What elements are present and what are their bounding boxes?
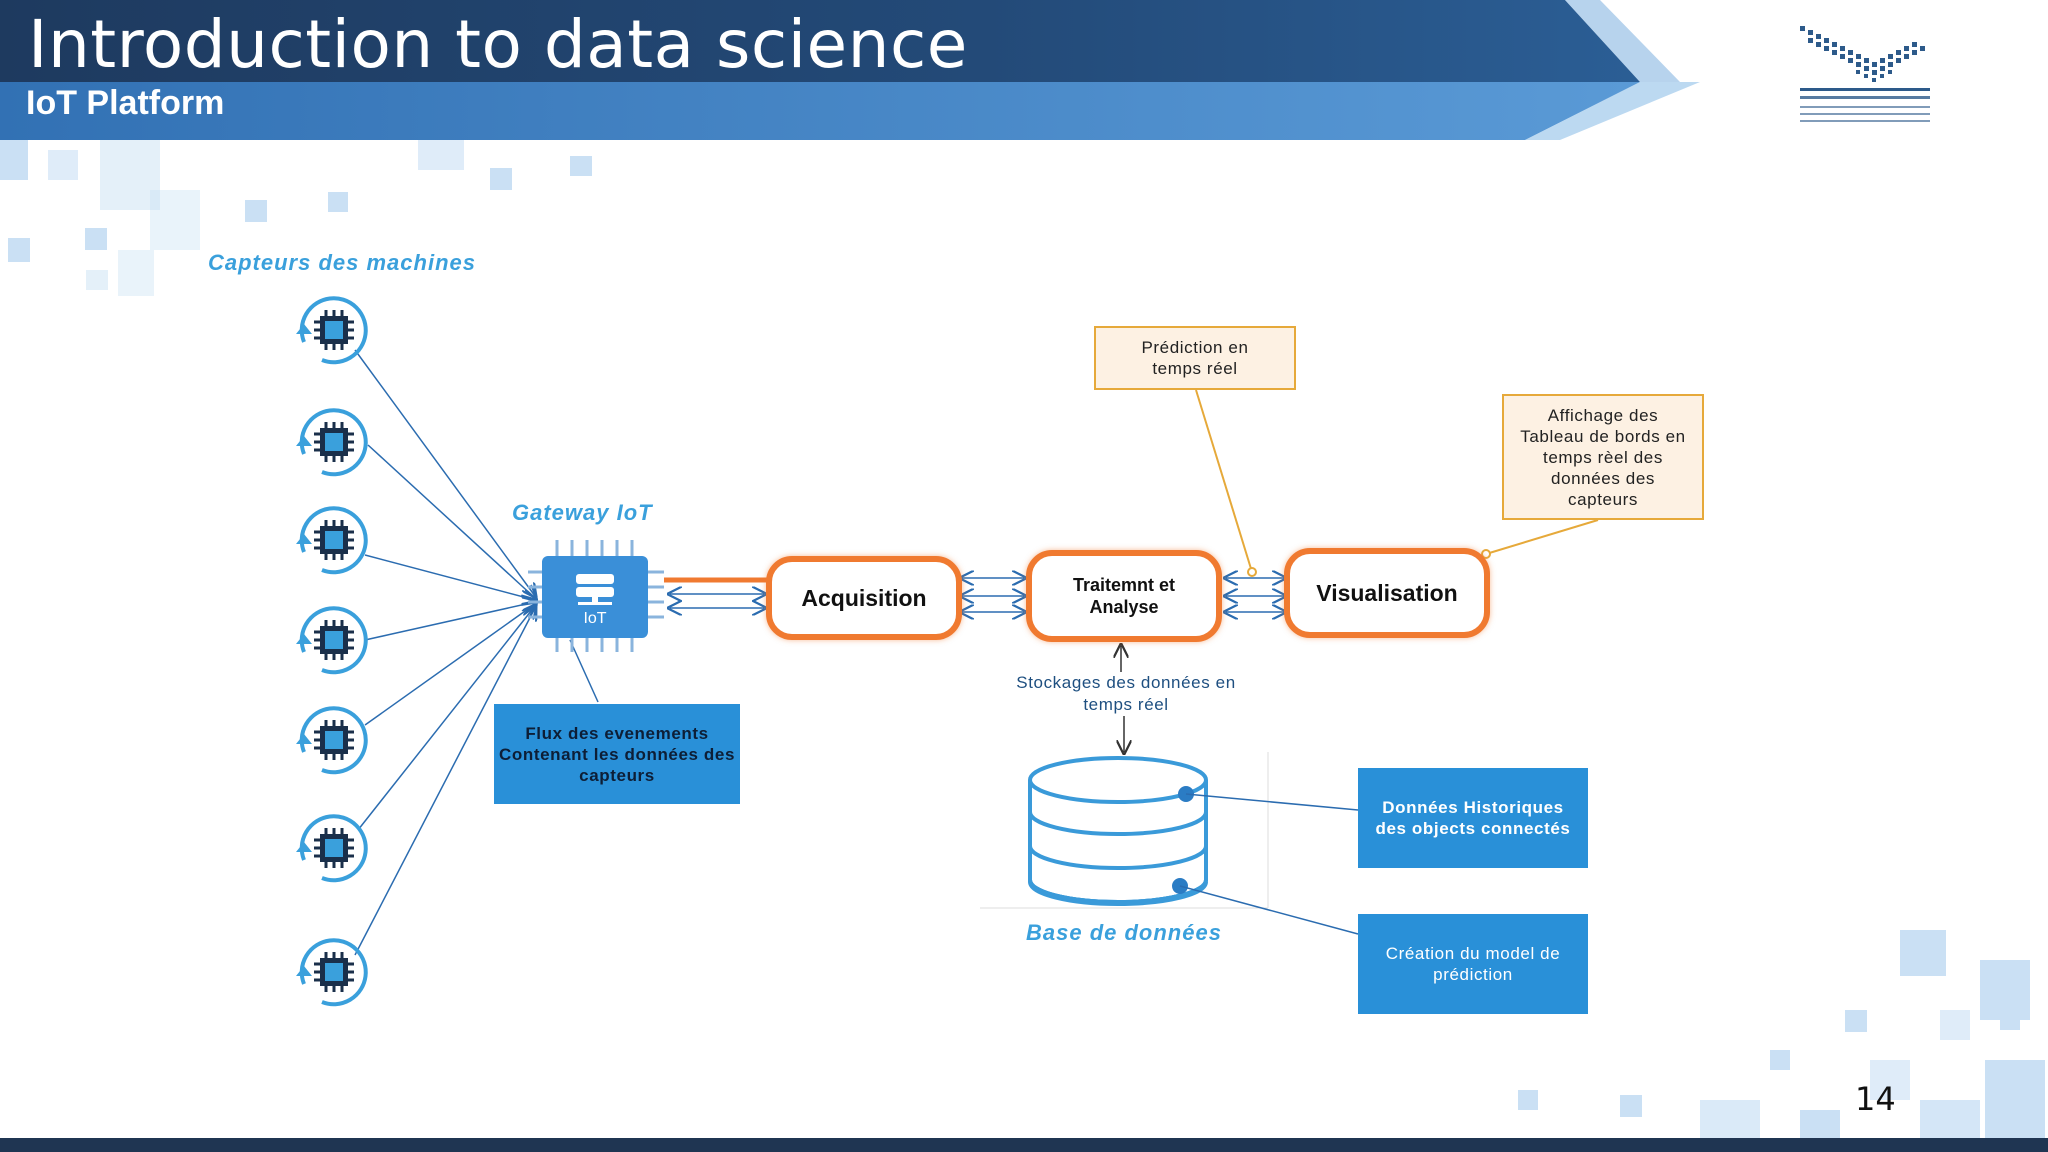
- database-base: [1028, 880, 1208, 906]
- slide-title: Introduction to data science: [28, 6, 968, 83]
- sensor-connectors: [354, 349, 535, 956]
- dashboard-callout-line: [1485, 519, 1599, 555]
- slide-subtitle: IoT Platform: [26, 84, 225, 122]
- events-stream-box: Flux des evenements Contenant les donnée…: [494, 704, 740, 804]
- sensors-title: Capteurs des machines: [208, 250, 476, 275]
- dashboard-note: Affichage des Tableau de bords en temps …: [1502, 394, 1704, 520]
- chip-sensor-icon: [296, 606, 368, 675]
- database-title: Base de données: [1026, 920, 1222, 945]
- gateway-acquisition-arrows: [670, 594, 764, 608]
- gateway-label: IoT: [583, 610, 607, 627]
- page-number: 14: [1855, 1080, 1896, 1118]
- gateway-events-connector: [569, 639, 599, 703]
- header-band: [0, 0, 1700, 140]
- gateway-title: Gateway IoT: [512, 500, 653, 525]
- storage-label: Stockages des données en temps réel: [1016, 673, 1236, 714]
- historical-data-box: Données Historiques des objects connecté…: [1358, 768, 1588, 868]
- chip-sensor-icon: [296, 814, 368, 883]
- prediction-callout-line: [1195, 389, 1253, 573]
- chip-sensor-icon: [296, 706, 368, 775]
- acquisition-processing-arrows: [962, 578, 1024, 612]
- db-model-link: [1179, 885, 1359, 935]
- visualisation-node: Visualisation: [1284, 548, 1490, 638]
- chip-sensor-icon: [296, 296, 368, 365]
- prediction-model-box: Création du model de prédiction: [1358, 914, 1588, 1014]
- db-historical-link: [1185, 793, 1359, 811]
- gateway-pins: [528, 540, 664, 652]
- footer-band: [0, 1138, 2048, 1152]
- processing-visualisation-arrows: [1226, 578, 1284, 612]
- sensor-group: [296, 296, 368, 1007]
- chip-sensor-icon: [296, 938, 368, 1007]
- chip-sensor-icon: [296, 506, 368, 575]
- acquisition-node: Acquisition: [766, 556, 962, 640]
- chip-sensor-icon: [296, 408, 368, 477]
- university-logo: [1800, 26, 1930, 122]
- prediction-note: Prédiction en temps réel: [1094, 326, 1296, 390]
- processing-node: Traitemnt et Analyse: [1026, 550, 1222, 642]
